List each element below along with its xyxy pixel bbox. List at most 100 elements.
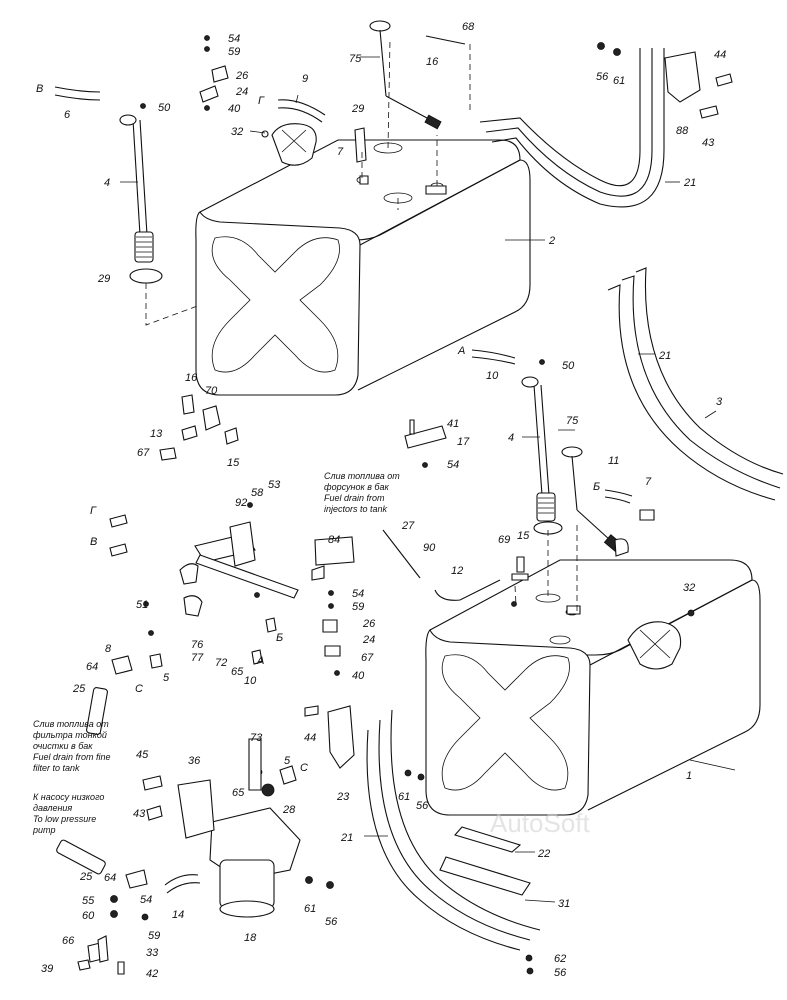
- fuel-intake-pipe-upper: [119, 114, 163, 284]
- label-24: 24: [235, 86, 248, 98]
- label-32b: 32: [683, 582, 695, 594]
- letter-a-1: А: [457, 345, 465, 357]
- label-59: 59: [228, 46, 240, 58]
- label-27: 27: [401, 520, 415, 532]
- label-62: 62: [554, 953, 566, 965]
- letter-s-1: С: [135, 683, 143, 695]
- label-54b: 54: [447, 459, 459, 471]
- label-7: 7: [337, 146, 344, 158]
- label-44: 44: [714, 49, 726, 61]
- letter-b-2: Б: [276, 632, 283, 644]
- label-4: 4: [104, 177, 110, 189]
- note-drain-filter-2: фильтра тонкой: [33, 730, 107, 740]
- label-68: 68: [462, 21, 475, 33]
- fittings: [87, 405, 447, 963]
- note-low-pressure-1: К насосу низкого: [33, 792, 104, 802]
- letter-g-2: Г: [90, 505, 97, 517]
- note-low-pressure-2: давления: [33, 803, 72, 813]
- label-75: 75: [349, 53, 362, 65]
- note-drain-injectors-3: Fuel drain from: [324, 493, 385, 503]
- leader-lines: [120, 56, 736, 903]
- label-31: 31: [558, 898, 570, 910]
- label-54c: 54: [352, 588, 364, 600]
- label-92: 92: [235, 497, 247, 509]
- label-56: 56: [596, 71, 609, 83]
- label-41: 41: [447, 418, 459, 430]
- note-low-pressure-4: pump: [32, 825, 56, 835]
- upper-fuel-tank: [195, 139, 531, 396]
- watermark: AutoSoft: [490, 808, 591, 838]
- label-7b: 7: [645, 476, 652, 488]
- filler-neck-lower: [627, 621, 682, 670]
- label-69: 69: [498, 534, 510, 546]
- note-low-pressure-3: To low pressure: [33, 814, 96, 824]
- label-50: 50: [158, 102, 171, 114]
- label-58: 58: [251, 487, 264, 499]
- label-40b: 40: [352, 670, 365, 682]
- note-drain-injectors-2: форсунок в бак: [324, 482, 390, 492]
- note-drain-filter-5: filter to tank: [33, 763, 80, 773]
- lower-tank-strap: [366, 709, 541, 951]
- upper-tank-strap: [479, 48, 665, 208]
- label-61: 61: [613, 75, 625, 87]
- label-32: 32: [231, 126, 243, 138]
- label-16: 16: [426, 56, 439, 68]
- note-drain-injectors-4: injectors to tank: [324, 504, 388, 514]
- label-28: 28: [282, 804, 296, 816]
- label-29: 29: [97, 273, 110, 285]
- label-5b: 5: [284, 755, 291, 767]
- label-12: 12: [451, 565, 463, 577]
- label-56b: 56: [325, 916, 338, 928]
- label-55: 55: [82, 895, 95, 907]
- label-1: 1: [686, 770, 692, 782]
- label-26b: 26: [362, 618, 376, 630]
- letter-v-2: В: [90, 536, 97, 548]
- letter-g-1: Г: [258, 95, 265, 107]
- part-labels: 54 59 26 24 40 9 Г В 6 50 32 4 29 75 29 …: [36, 21, 726, 980]
- label-51: 51: [136, 599, 148, 611]
- right-tank-strap: [607, 267, 784, 501]
- label-54: 54: [228, 33, 240, 45]
- note-drain-filter-4: Fuel drain from fine: [33, 752, 111, 762]
- label-21b: 21: [658, 350, 671, 362]
- label-45: 45: [136, 749, 149, 761]
- label-26: 26: [235, 70, 249, 82]
- label-67: 67: [361, 652, 374, 664]
- label-10: 10: [486, 370, 499, 382]
- label-90: 90: [423, 542, 436, 554]
- label-64: 64: [86, 661, 98, 673]
- label-16b: 16: [185, 372, 198, 384]
- label-40: 40: [228, 103, 241, 115]
- fuel-level-sender-upper: [369, 20, 442, 130]
- label-56d: 56: [554, 967, 567, 979]
- note-drain-injectors-1: Слив топлива от: [324, 471, 400, 481]
- bolts-and-nuts: [77, 35, 733, 975]
- label-18: 18: [244, 932, 257, 944]
- label-60: 60: [82, 910, 95, 922]
- label-42: 42: [146, 968, 158, 980]
- label-33: 33: [146, 947, 159, 959]
- label-2: 2: [548, 235, 555, 247]
- note-drain-filter-3: очистки в бак: [33, 741, 93, 751]
- label-66: 66: [62, 935, 75, 947]
- filler-neck-upper: [271, 123, 317, 166]
- rubber-pads: [439, 826, 531, 896]
- label-61b: 61: [304, 903, 316, 915]
- label-50b: 50: [562, 360, 575, 372]
- tank-brackets: [327, 51, 701, 769]
- label-21: 21: [683, 177, 696, 189]
- label-6: 6: [64, 109, 71, 121]
- label-84: 84: [328, 534, 340, 546]
- label-73: 73: [250, 732, 263, 744]
- lower-fuel-tank: [425, 559, 761, 816]
- label-59c: 59: [148, 930, 160, 942]
- label-10b: 10: [244, 675, 257, 687]
- label-3: 3: [716, 396, 723, 408]
- label-29b: 29: [351, 103, 364, 115]
- label-23: 23: [336, 791, 350, 803]
- label-65b: 65: [232, 787, 245, 799]
- letter-s-2: С: [300, 762, 308, 774]
- label-21c: 21: [340, 832, 353, 844]
- label-77: 77: [191, 652, 204, 664]
